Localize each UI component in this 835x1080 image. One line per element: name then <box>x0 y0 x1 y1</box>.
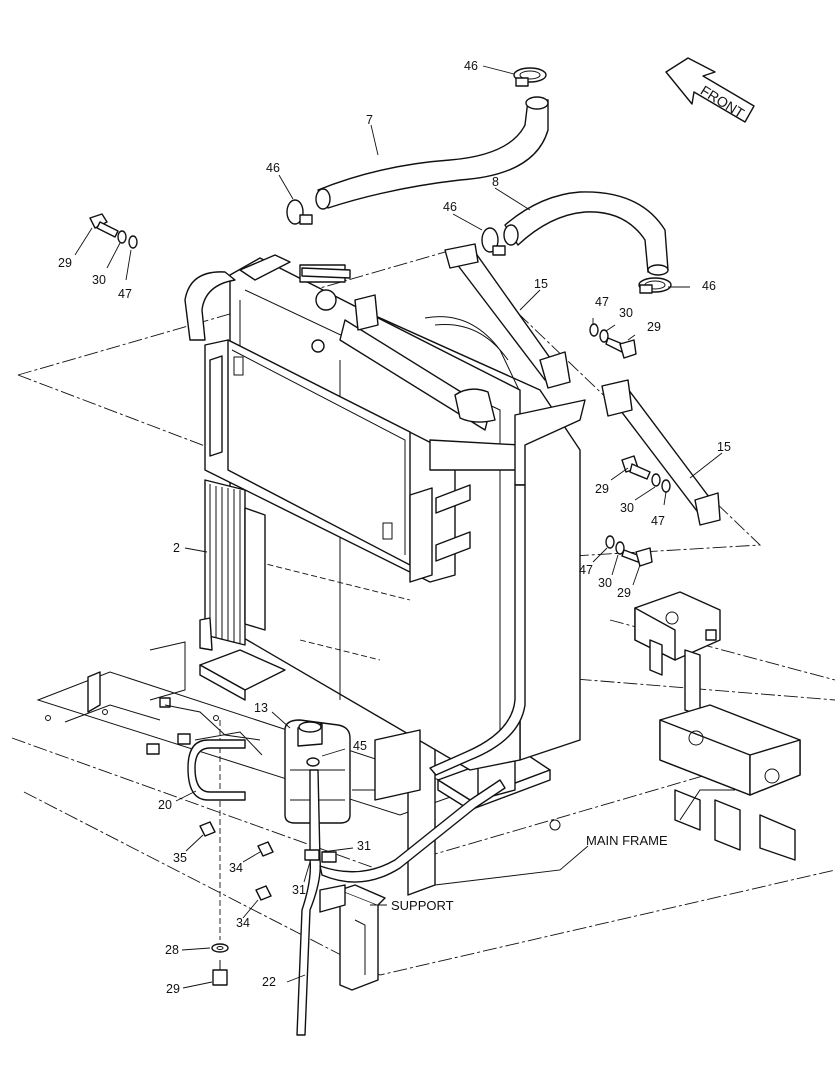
leader-lines <box>74 65 723 989</box>
callout-46: 46 <box>443 200 457 214</box>
callout-47: 47 <box>579 563 593 577</box>
callout-35: 35 <box>173 851 187 865</box>
callout-22: 22 <box>262 975 276 989</box>
callout-46: 46 <box>266 161 280 175</box>
callout-30: 30 <box>598 576 612 590</box>
stay-rods <box>444 243 721 526</box>
support-label: SUPPORT <box>391 898 454 913</box>
hose-22 <box>296 484 526 1036</box>
callout-31: 31 <box>292 883 306 897</box>
oil-cooler <box>199 479 266 651</box>
callout-2: 2 <box>173 541 180 555</box>
callout-15: 15 <box>717 440 731 454</box>
callout-29: 29 <box>617 586 631 600</box>
callout-29: 29 <box>166 982 180 996</box>
front-arrow-icon <box>665 57 755 123</box>
callout-numbers: 46 7 46 8 46 46 29 30 47 15 47 30 29 15 … <box>58 59 731 996</box>
fasteners <box>89 213 671 986</box>
support-bracket <box>319 884 386 991</box>
callout-30: 30 <box>92 273 106 287</box>
hose-clamps <box>286 67 672 294</box>
callout-45: 45 <box>353 739 367 753</box>
upper-hose-8 <box>503 191 669 276</box>
callout-47: 47 <box>118 287 132 301</box>
main-frame-label: MAIN FRAME <box>586 833 668 848</box>
callout-7: 7 <box>366 113 373 127</box>
callout-34: 34 <box>229 861 243 875</box>
callout-30: 30 <box>619 306 633 320</box>
callout-28: 28 <box>165 943 179 957</box>
callout-8: 8 <box>492 175 499 189</box>
callout-46: 46 <box>702 279 716 293</box>
callout-30: 30 <box>620 501 634 515</box>
callout-29: 29 <box>647 320 661 334</box>
hose-20 <box>187 739 246 801</box>
callout-34: 34 <box>236 916 250 930</box>
callout-29: 29 <box>58 256 72 270</box>
upper-hose-7 <box>315 96 549 210</box>
intercooler <box>204 339 471 583</box>
hose-clamps-31 <box>304 757 337 863</box>
reserve-tank <box>284 719 421 824</box>
callout-47: 47 <box>651 514 665 528</box>
callout-46: 46 <box>464 59 478 73</box>
callout-47: 47 <box>595 295 609 309</box>
callout-20: 20 <box>158 798 172 812</box>
callout-13: 13 <box>254 701 268 715</box>
right-frame-structure <box>634 591 801 861</box>
callout-29: 29 <box>595 482 609 496</box>
callout-31: 31 <box>357 839 371 853</box>
callout-15: 15 <box>534 277 548 291</box>
upper-tank-pipes <box>184 267 586 486</box>
